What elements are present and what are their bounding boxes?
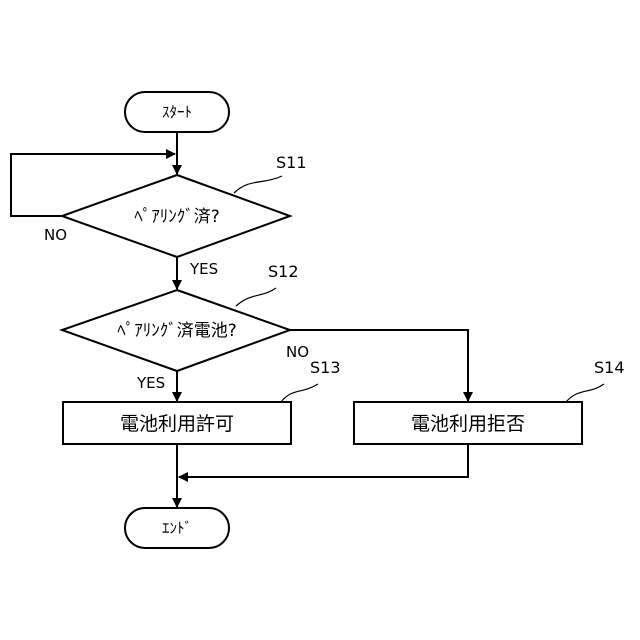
decision-s11-yes-label: YES	[189, 260, 218, 278]
step-s13-leader	[281, 384, 318, 402]
step-s12-leader	[236, 288, 276, 306]
step-s14-label: S14	[594, 358, 625, 377]
step-s14-leader	[566, 384, 604, 402]
decision-s12-yes-label: YES	[136, 374, 165, 392]
process-s14-label: 電池利用拒否	[411, 413, 525, 435]
start-label: ｽﾀｰﾄ	[162, 103, 192, 121]
decision-s11-no-label: NO	[44, 226, 67, 244]
step-s13-label: S13	[310, 358, 341, 377]
step-s11-leader	[234, 176, 282, 193]
decision-s12-label: ﾍﾟｱﾘﾝｸﾞ済電池?	[117, 321, 237, 341]
process-s13-label: 電池利用許可	[120, 413, 234, 435]
end-label: ｴﾝﾄﾞ	[162, 519, 192, 537]
decision-s11-label: ﾍﾟｱﾘﾝｸﾞ済?	[134, 207, 220, 227]
decision-s12-no-label: NO	[286, 343, 309, 361]
connector-s14-to-merge	[179, 444, 468, 477]
step-s12-label: S12	[268, 262, 299, 281]
step-s11-label: S11	[276, 153, 307, 172]
